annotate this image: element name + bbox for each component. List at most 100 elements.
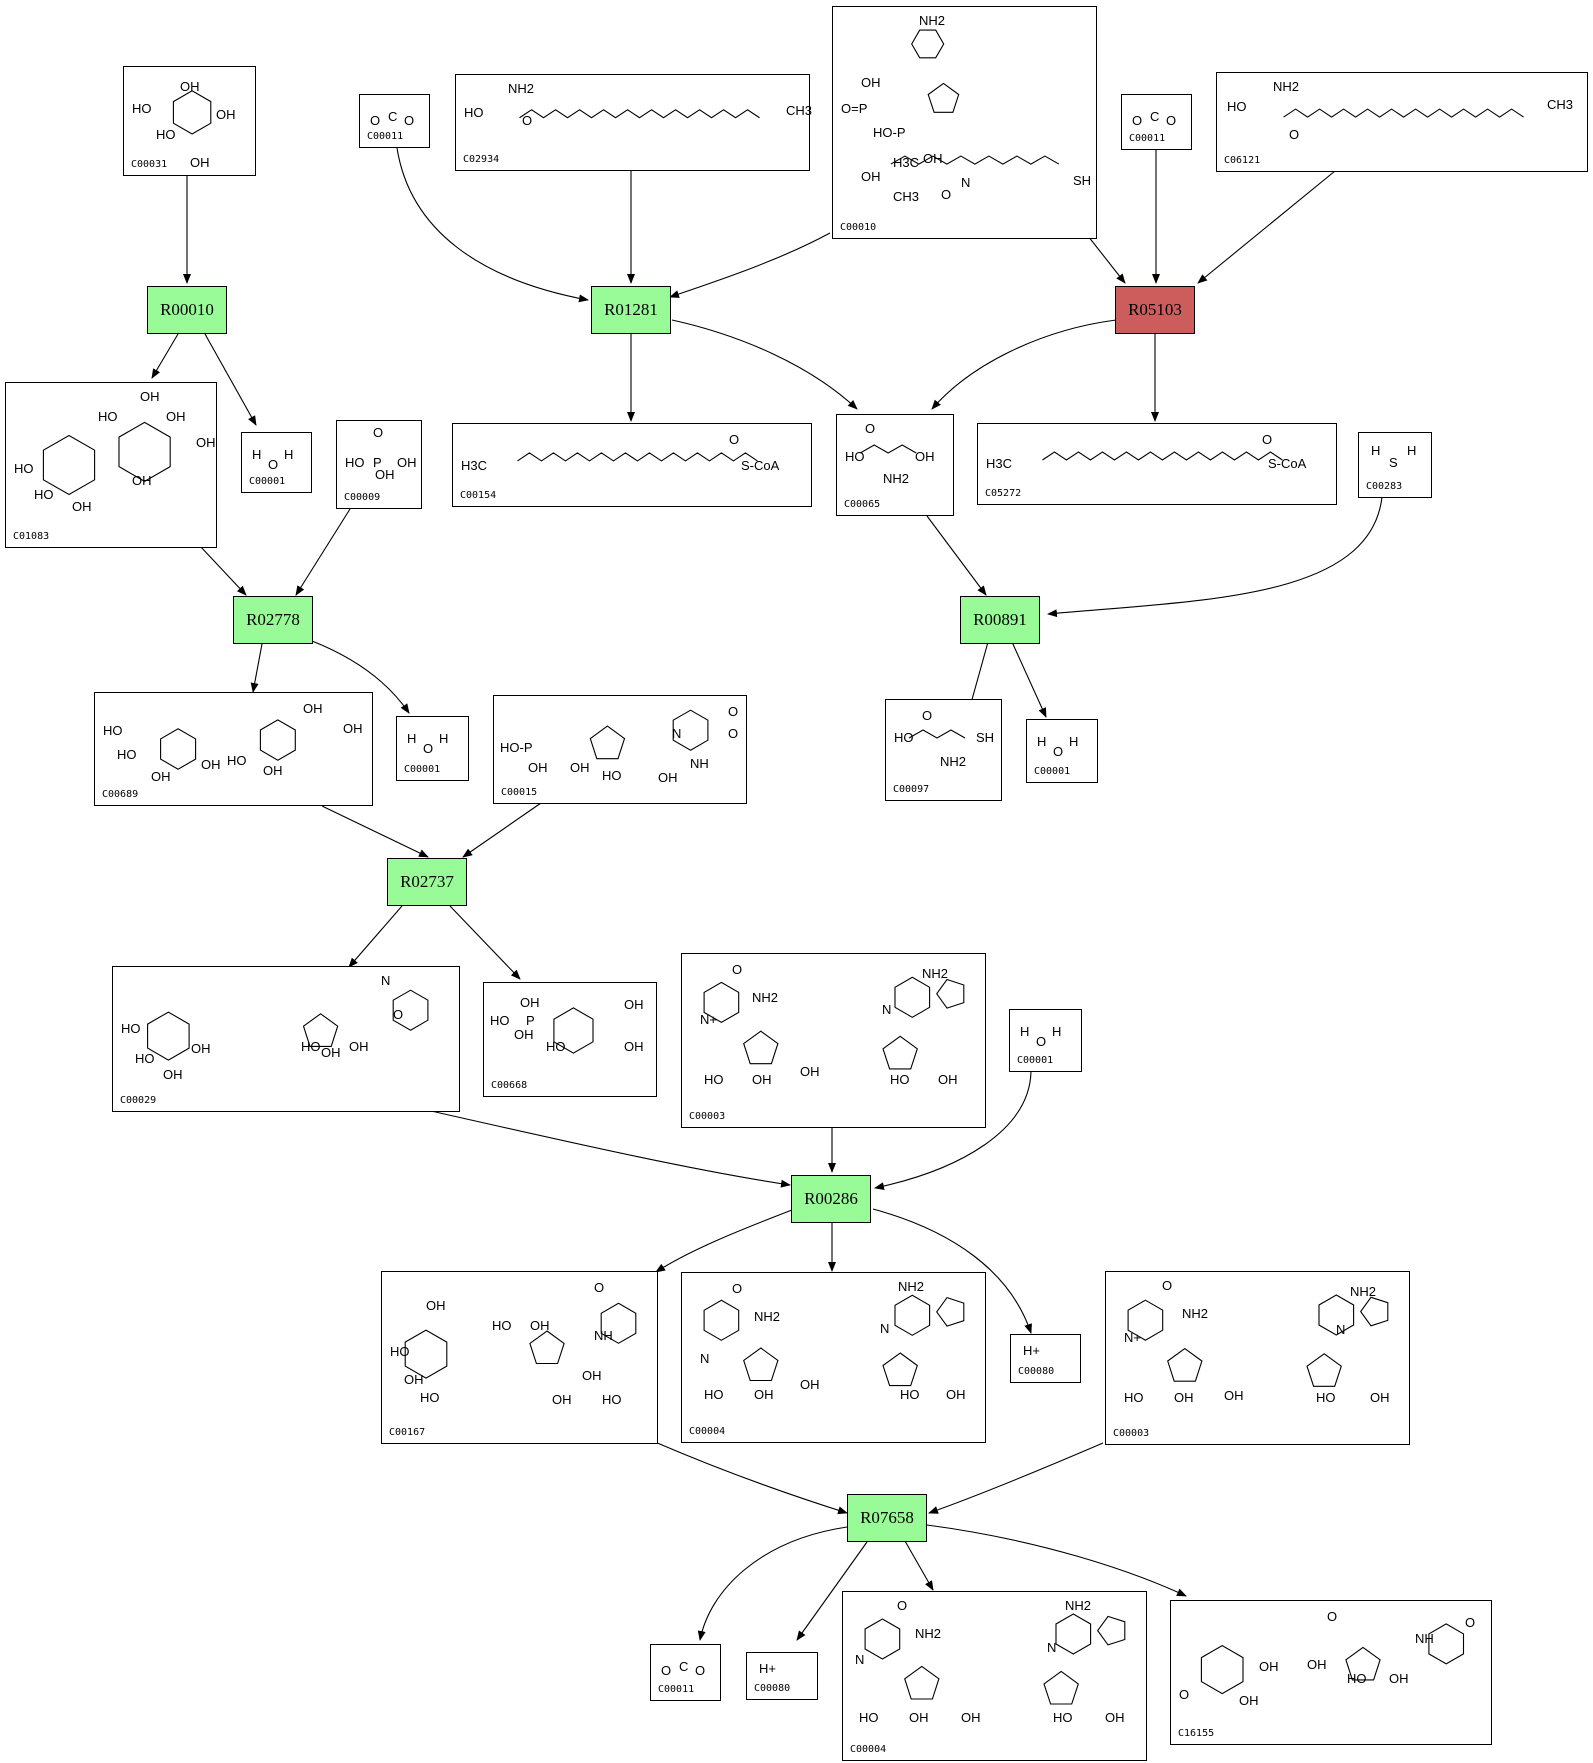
atom-label: NH — [1415, 1631, 1434, 1646]
ring-bond — [882, 1352, 918, 1387]
atom-label: N — [882, 1002, 892, 1017]
edge — [1087, 235, 1126, 284]
atom-label: H — [1037, 734, 1047, 749]
atom-label: OH — [514, 1027, 534, 1042]
reaction-node[interactable]: R01281 — [591, 286, 671, 334]
structure-drawing — [553, 1007, 594, 1054]
atom-label: HO — [1227, 99, 1247, 114]
reaction-node[interactable]: R00286 — [791, 1175, 871, 1223]
atom-label: OH — [528, 760, 548, 775]
reaction-label: R01281 — [604, 300, 658, 319]
atom-label: HO — [890, 1072, 910, 1087]
atom-label: SH — [1073, 173, 1092, 188]
edge — [872, 1208, 1032, 1334]
reaction-label: R02778 — [246, 610, 300, 629]
ring-bond — [1043, 1670, 1079, 1705]
reaction-node[interactable]: R05103 — [1115, 286, 1195, 334]
compound-id: C00668 — [491, 1080, 528, 1091]
reaction-node[interactable]: R00891 — [960, 596, 1040, 644]
ring-bond — [1127, 1299, 1164, 1341]
edge — [669, 232, 831, 298]
atom-label: HO-P — [873, 125, 906, 140]
ring-bond — [703, 981, 740, 1024]
atom-label: N+ — [700, 1012, 717, 1027]
compound-id: C00029 — [120, 1095, 157, 1106]
edge — [204, 333, 257, 426]
edge — [311, 640, 410, 714]
atom-label: O — [1262, 432, 1273, 447]
atom-label: H — [1371, 443, 1381, 458]
atom-label: HO — [227, 753, 247, 768]
atom-label: NH2 — [919, 13, 946, 28]
atom-label: N — [1336, 1322, 1346, 1337]
ring-bond — [743, 1347, 779, 1382]
ring-bond — [160, 728, 197, 770]
chain-bond — [519, 109, 760, 119]
atom-label: HO — [490, 1013, 510, 1028]
atom-label: OH — [800, 1377, 820, 1392]
ring-bond — [894, 976, 931, 1018]
atom-label: O — [1132, 113, 1143, 128]
compound-id: C00283 — [1366, 481, 1403, 492]
chain-bond — [859, 444, 917, 454]
reaction-node[interactable]: R02737 — [387, 858, 467, 906]
ring-bond — [1167, 1347, 1203, 1382]
atom-label: OH — [570, 760, 590, 775]
compound-id: C00065 — [844, 499, 881, 510]
compound-id: C00080 — [1018, 1366, 1055, 1377]
structure-drawing — [1042, 451, 1283, 461]
atom-label: OH — [752, 1072, 772, 1087]
reaction-label: R00010 — [160, 300, 214, 319]
reaction-node[interactable]: R00010 — [147, 286, 227, 334]
atom-label: OH — [1174, 1390, 1194, 1405]
atom-label: HO-P — [500, 740, 533, 755]
edge — [796, 1541, 868, 1641]
atom-label: HO — [492, 1318, 512, 1333]
atom-label: OH — [624, 1039, 644, 1054]
atom-label: OH — [530, 1318, 550, 1333]
atom-label: P — [526, 1013, 535, 1028]
atom-label: N — [1047, 1640, 1057, 1655]
atom-label: H — [1052, 1024, 1062, 1039]
edge — [295, 508, 351, 596]
compound-id: C00080 — [754, 1683, 791, 1694]
ring-bond — [1306, 1353, 1342, 1387]
ring-bond — [529, 1330, 565, 1365]
reaction-node[interactable]: R02778 — [233, 596, 313, 644]
atom-label: HO — [156, 127, 176, 142]
atom-label: P — [373, 455, 382, 470]
atom-label: NH2 — [754, 1309, 781, 1324]
atom-label: HO — [859, 1710, 879, 1725]
reaction-node[interactable]: R07658 — [847, 1494, 927, 1542]
